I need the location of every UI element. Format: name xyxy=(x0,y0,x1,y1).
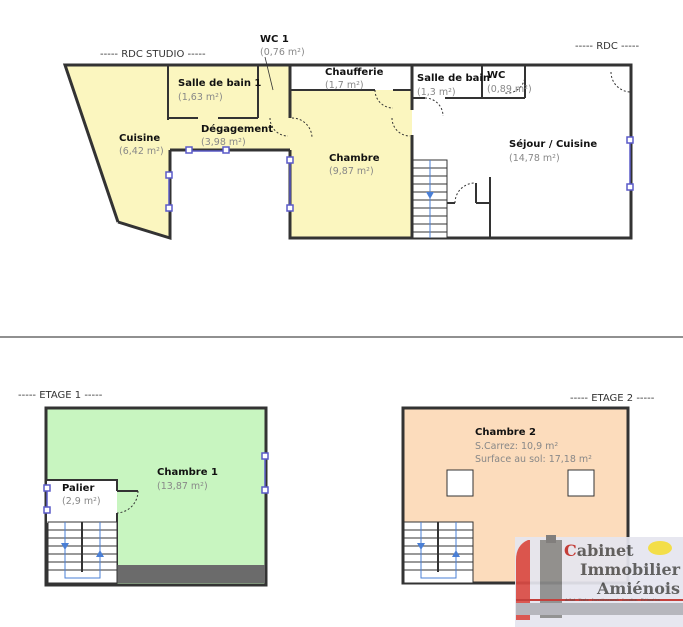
room-area-chambre: (9,87 m²) xyxy=(329,166,374,177)
palier-walls xyxy=(47,479,118,491)
level-label-rdc: ----- RDC ----- xyxy=(575,41,639,52)
room-name-palier: Palier xyxy=(62,483,94,494)
level-label-etage2: ----- ETAGE 2 ----- xyxy=(570,393,655,404)
studio-floor xyxy=(65,65,290,238)
room-name-chambre2: Chambre 2 xyxy=(475,427,536,438)
room-name-wc: WC xyxy=(487,70,505,81)
palier-floor xyxy=(47,480,117,523)
room-name-sejour: Séjour / Cuisine xyxy=(509,138,597,150)
wc1-leader-line xyxy=(264,56,274,91)
room-name-cuisine: Cuisine xyxy=(119,133,160,144)
room-name-degagement: Dégagement xyxy=(201,123,273,135)
room-area-wc1: (0,76 m²) xyxy=(260,47,305,58)
room-name-chambre1: Chambre 1 xyxy=(157,467,218,478)
etage1-windows xyxy=(43,452,269,514)
rdc-windows xyxy=(165,136,634,212)
room-area-palier: (2,9 m²) xyxy=(62,496,101,507)
rdc-staircase xyxy=(412,159,448,239)
room-area-wc: (0,89 m²) xyxy=(487,84,532,95)
room-name-sdb: Salle de bain xyxy=(417,73,490,84)
rdc-doors xyxy=(269,71,632,204)
logo-tagline: Achat - Vente - Investissement - Locatio… xyxy=(564,598,661,602)
room-area-chambre1: (13,87 m²) xyxy=(157,481,208,492)
logo-line2: Immobilier xyxy=(580,560,681,579)
room-area-chaufferie: (1,7 m²) xyxy=(325,80,364,91)
room-sol-chambre2: Surface au sol: 17,18 m² xyxy=(475,454,592,465)
svg-text:Cabinet: Cabinet xyxy=(564,541,634,560)
room-carrez-chambre2: S.Carrez: 10,9 m² xyxy=(475,441,558,452)
room-name-chambre: Chambre xyxy=(329,153,380,164)
chambre-floor xyxy=(290,90,412,238)
room-area-cuisine: (6,42 m²) xyxy=(119,146,164,157)
room-name-sdb1: Salle de bain 1 xyxy=(178,78,261,89)
room-name-chaufferie: Chaufferie xyxy=(325,67,384,78)
logo-line1: abinet xyxy=(577,541,634,560)
belfry-tower-icon xyxy=(540,540,562,618)
level-label-etage1: ----- ETAGE 1 ----- xyxy=(18,390,103,401)
room-area-degagement: (3,98 m²) xyxy=(201,137,246,148)
etage2-staircase xyxy=(403,521,474,584)
skylight-right xyxy=(567,469,595,497)
room-area-sdb1: (1,63 m²) xyxy=(178,92,223,103)
agency-logo: Cabinet Immobilier Amiénois Achat - Vent… xyxy=(515,535,683,627)
etage1-dark-strip xyxy=(108,565,265,583)
skylight-left xyxy=(446,469,474,497)
level-label-rdc-studio: ----- RDC STUDIO ----- xyxy=(100,49,206,60)
room-name-wc1: WC 1 xyxy=(260,34,289,45)
badge-icon xyxy=(648,541,672,555)
palier-door-swing xyxy=(116,490,139,514)
logo-line3: Amiénois xyxy=(596,579,680,598)
etage1-staircase xyxy=(47,521,118,584)
room-area-sdb: (1,3 m²) xyxy=(417,87,456,98)
room-area-sejour: (14,78 m²) xyxy=(509,153,560,164)
